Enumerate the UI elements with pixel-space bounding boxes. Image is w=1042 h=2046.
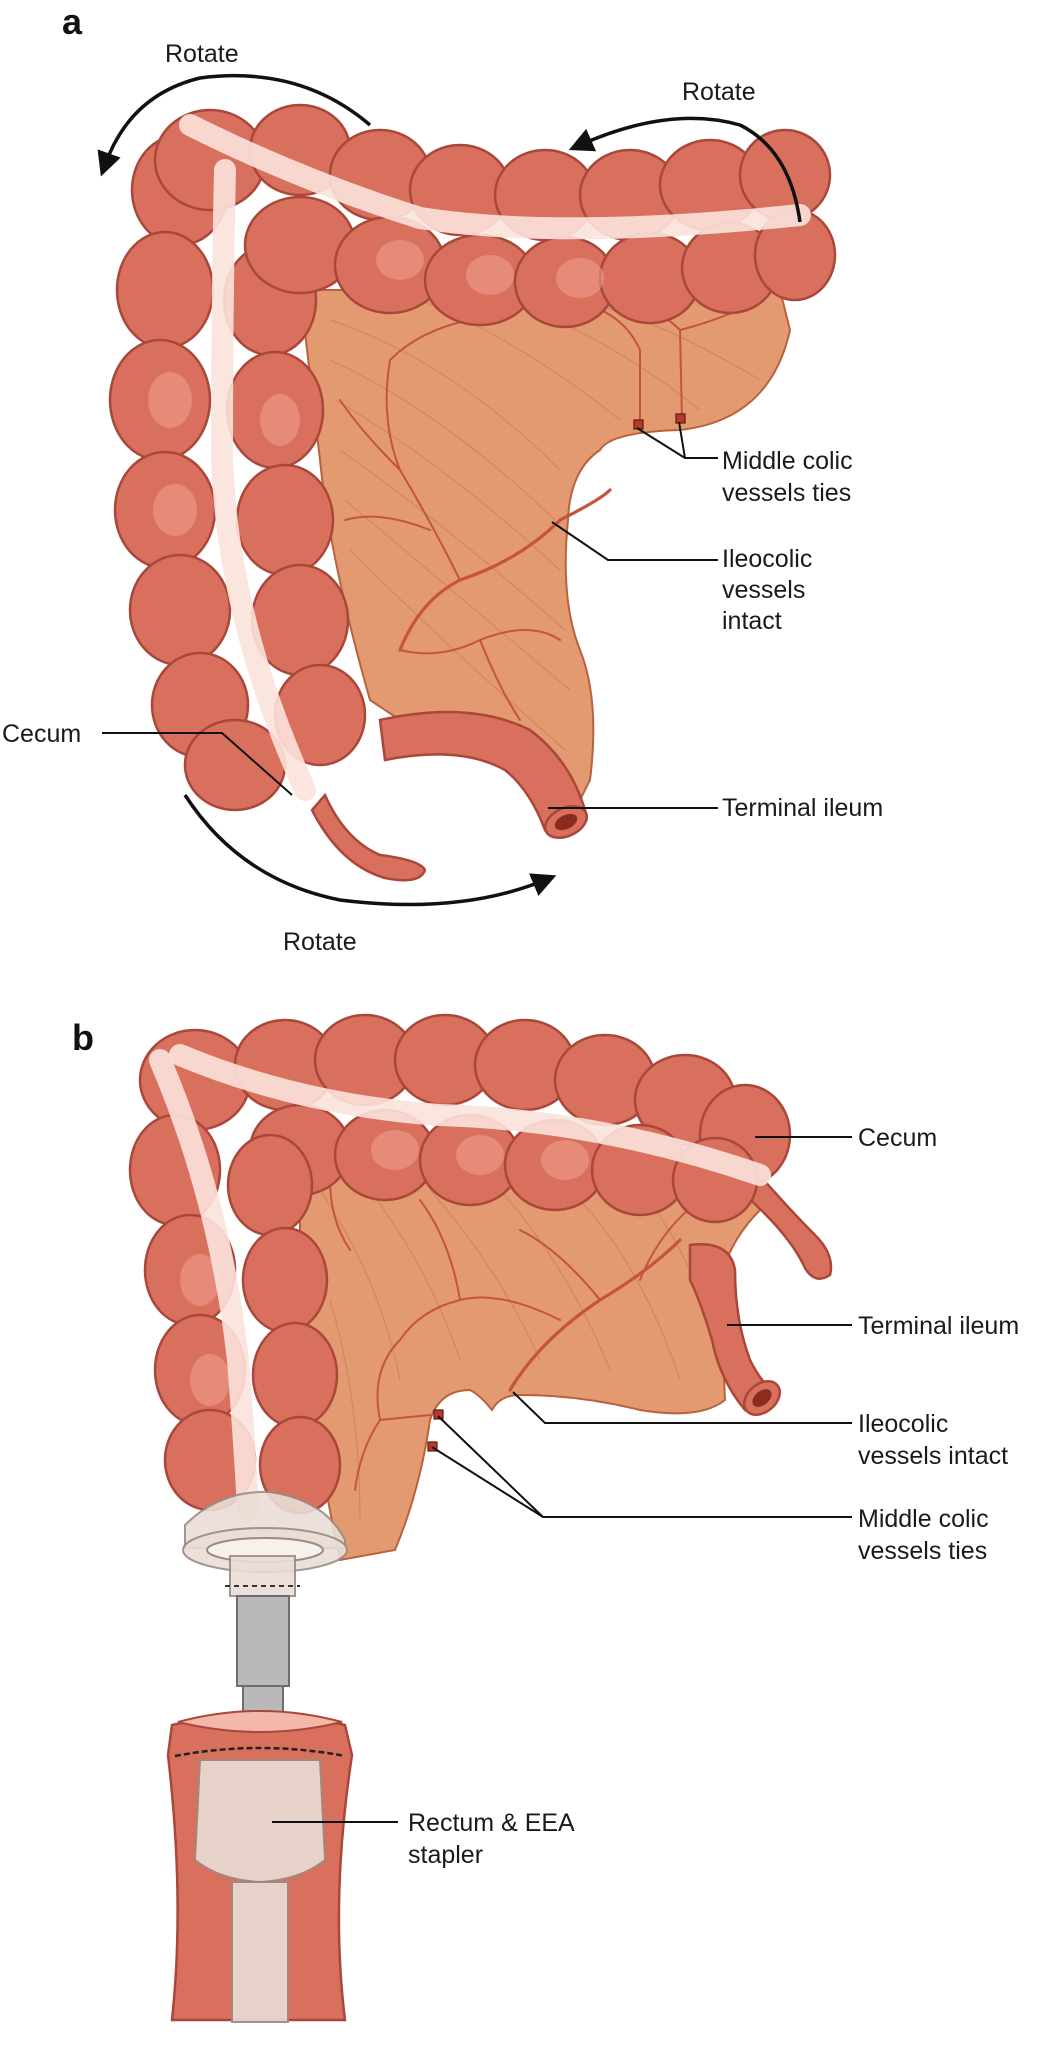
panel-a-rotate-arrow-top-right: [568, 116, 802, 223]
panel-a-middle-colic-label-2: vessels ties: [722, 479, 851, 507]
panel-b-label: b: [72, 1017, 94, 1058]
panel-b-middle-colic-leader: [431, 1415, 852, 1518]
panel-b-terminal-ileum-label: Terminal ileum: [858, 1312, 1019, 1340]
panel-a-rotate-arrow-top-left: [97, 74, 372, 177]
panel-a-tie-1: [633, 419, 644, 430]
panel-b-eea-stapler: [166, 1490, 354, 2023]
panel-a-cecum-label: Cecum: [2, 720, 81, 748]
panel-b-tie-1: [433, 1409, 444, 1420]
panel-b-rectum-label-2: stapler: [408, 1841, 483, 1869]
panel-a-middle-colic-label-1: Middle colic: [722, 447, 853, 475]
panel-b-middle-colic-label-2: vessels ties: [858, 1537, 987, 1565]
panel-a-rotate-label-top-right: Rotate: [682, 78, 756, 106]
panel-b-ileum-lumen-inner: [752, 1389, 772, 1407]
panel-a-taenia-transverse: [179, 114, 811, 240]
panel-b-rectum-label-1: Rectum & EEA: [408, 1809, 575, 1837]
panel-a-cecum-leader: [102, 732, 293, 796]
panel-b-ileocolic-leader: [512, 1391, 852, 1424]
panel-a-ileocolic-label-3: intact: [722, 607, 782, 635]
panel-a-ileocolic-label-1: Ileocolic: [722, 545, 812, 573]
panel-b-ileocolic-label-2: vessels intact: [858, 1442, 1008, 1470]
panel-a-terminal-ileum-label: Terminal ileum: [722, 794, 883, 822]
panel-a-appendix: [310, 792, 427, 882]
panel-a-taenia-ascending: [210, 159, 316, 801]
panel-b-cecum-label: Cecum: [858, 1124, 937, 1152]
panel-b-taenia-transverse: [169, 1044, 771, 1186]
panel-b-middle-colic-label-1: Middle colic: [858, 1505, 989, 1533]
panel-a-mesentery: [298, 289, 792, 812]
panel-a-ileocolic-leader: [551, 521, 718, 561]
panel-b-ileocolic-label-1: Ileocolic: [858, 1410, 948, 1438]
panel-a: a: [2, 1, 883, 956]
panel-b: b: [72, 1013, 1019, 2023]
panel-a-label: a: [62, 1, 83, 42]
panel-a-ileum-lumen-inner: [554, 813, 578, 831]
panel-a-rotate-label-bottom: Rotate: [283, 928, 357, 956]
panel-a-middle-colic-leader: [636, 421, 718, 459]
panel-b-appendix: [743, 1167, 833, 1280]
panel-b-taenia-descending: [149, 1049, 259, 1521]
panel-a-ileocolic-label-2: vessels: [722, 576, 805, 604]
panel-a-rotate-arrow-bottom: [183, 794, 557, 907]
panel-a-rotate-label-top-left: Rotate: [165, 40, 239, 68]
panel-a-tie-2: [675, 413, 686, 424]
